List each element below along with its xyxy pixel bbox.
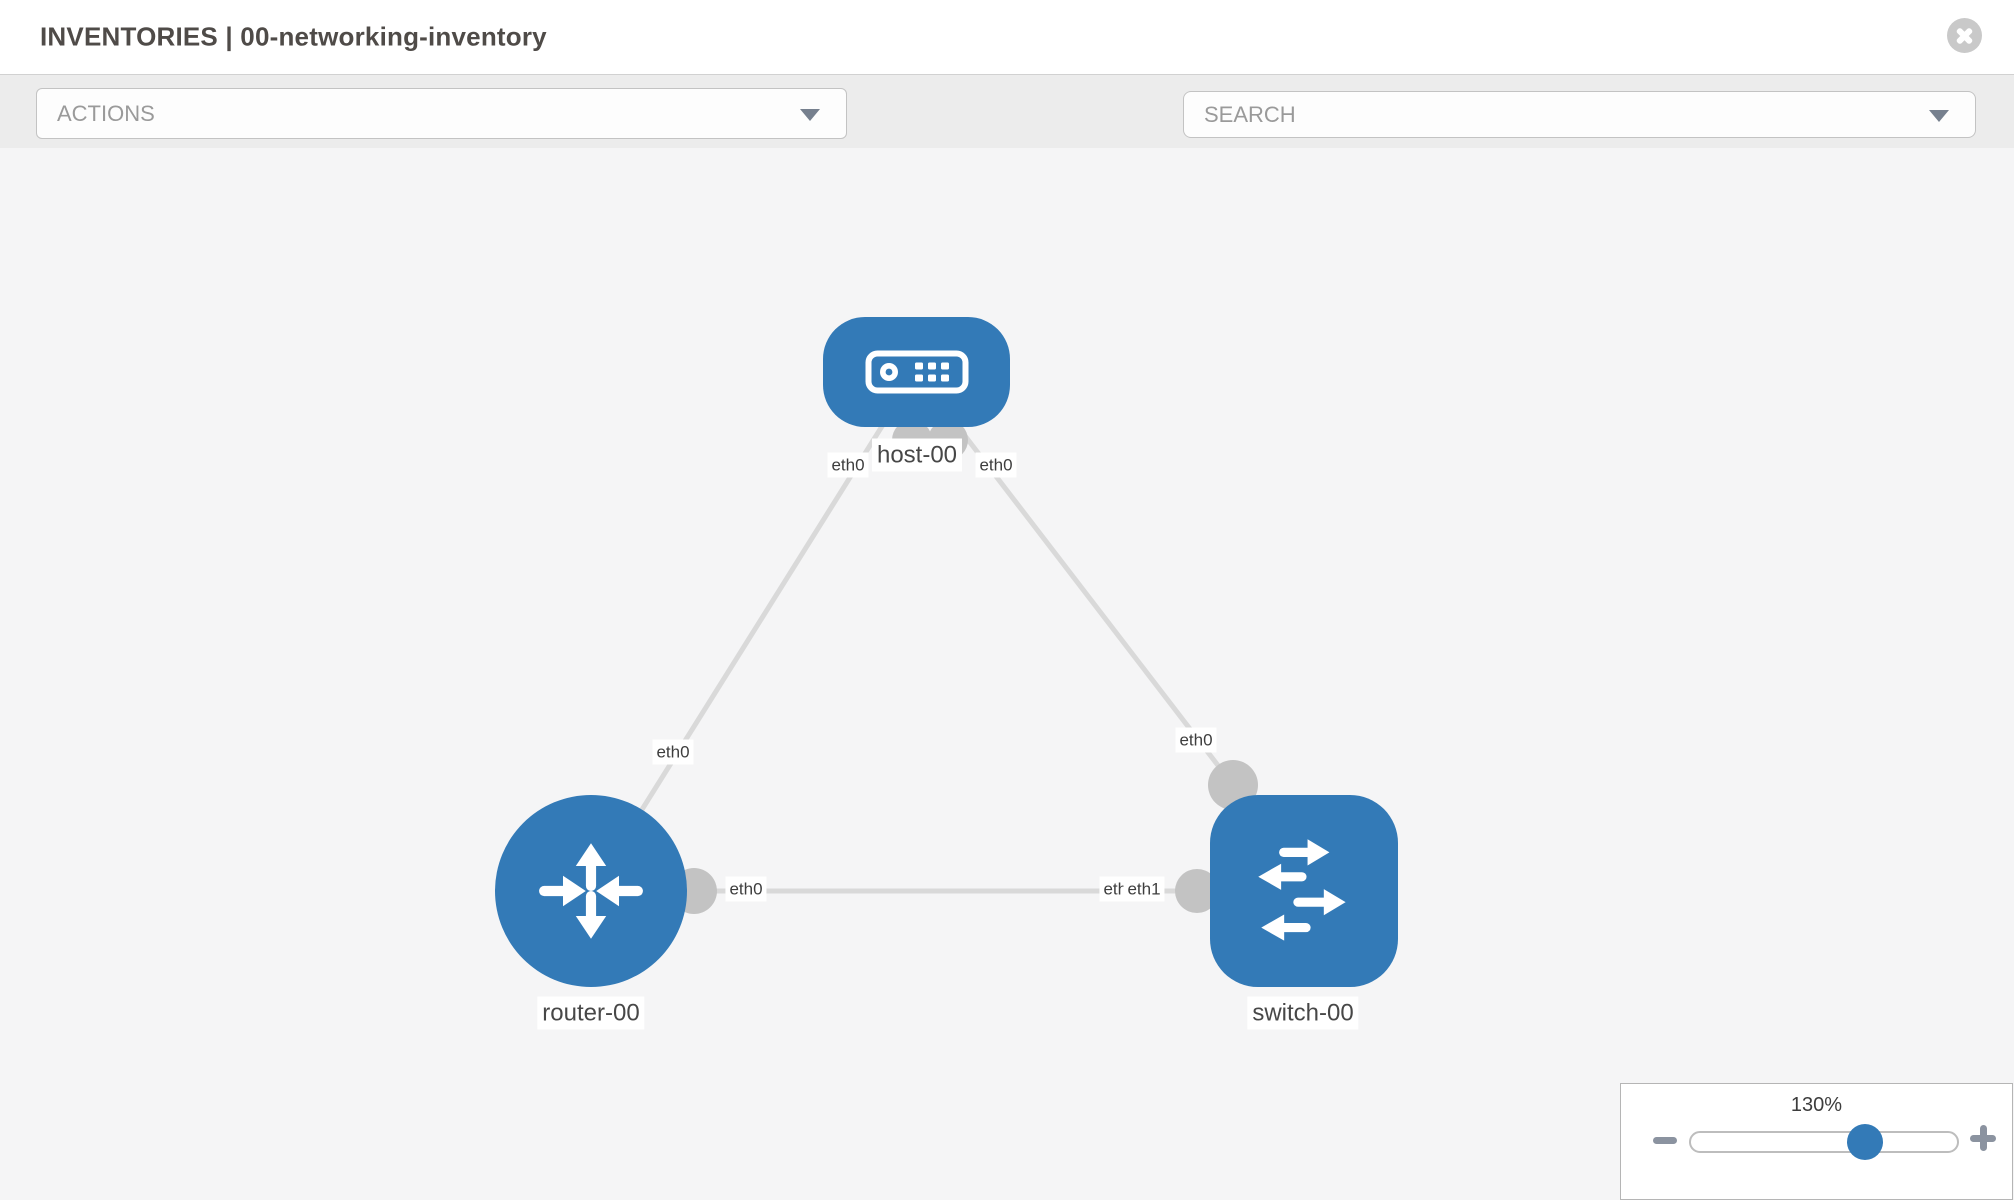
actions-dropdown[interactable]: ACTIONS [36, 88, 847, 139]
interface-label: eth0 [827, 452, 869, 478]
node-label: switch-00 [1247, 996, 1359, 1030]
search-dropdown[interactable]: SEARCH [1183, 91, 1976, 138]
page-title: INVENTORIES | 00-networking-inventory [40, 21, 547, 52]
actions-dropdown-label: ACTIONS [57, 100, 155, 126]
interface-label: eth0 [1175, 727, 1217, 753]
minus-icon [1653, 1137, 1677, 1144]
plus-icon [1979, 1125, 1987, 1151]
close-button[interactable] [1947, 18, 1982, 53]
interface-dot[interactable] [1175, 869, 1219, 913]
node-label: host-00 [871, 438, 963, 472]
zoom-panel: 130% [1620, 1083, 2013, 1200]
interface-label: eth0 [652, 739, 694, 765]
host-icon [865, 350, 968, 394]
node-switch-00[interactable] [1210, 795, 1398, 987]
interface-label: eth1 [1123, 876, 1165, 902]
node-router-00[interactable] [495, 795, 687, 987]
interface-label: eth0 [725, 876, 767, 902]
toolbar: ACTIONS SEARCH [0, 75, 2014, 208]
chevron-down-icon [800, 108, 820, 121]
link-host-00_switch-00[interactable] [914, 370, 1235, 787]
search-dropdown-label: SEARCH [1204, 101, 1296, 127]
panel-header: INVENTORIES | 00-networking-inventory [0, 0, 2014, 75]
chevron-down-icon [1929, 109, 1949, 122]
zoom-out-button[interactable] [1645, 1128, 1685, 1154]
zoom-level: 130% [1790, 1094, 1843, 1116]
zoom-slider-track[interactable] [1689, 1124, 1959, 1160]
switch-icon [1258, 839, 1346, 941]
topology-links-layer [588, 370, 1304, 914]
interface-label: eth0 [975, 452, 1017, 478]
zoom-slider-knob[interactable] [1846, 1124, 1883, 1160]
node-label: router-00 [537, 996, 645, 1030]
node-host-00[interactable] [823, 317, 1010, 427]
router-icon [539, 843, 643, 939]
zoom-in-button[interactable] [1969, 1124, 1997, 1152]
